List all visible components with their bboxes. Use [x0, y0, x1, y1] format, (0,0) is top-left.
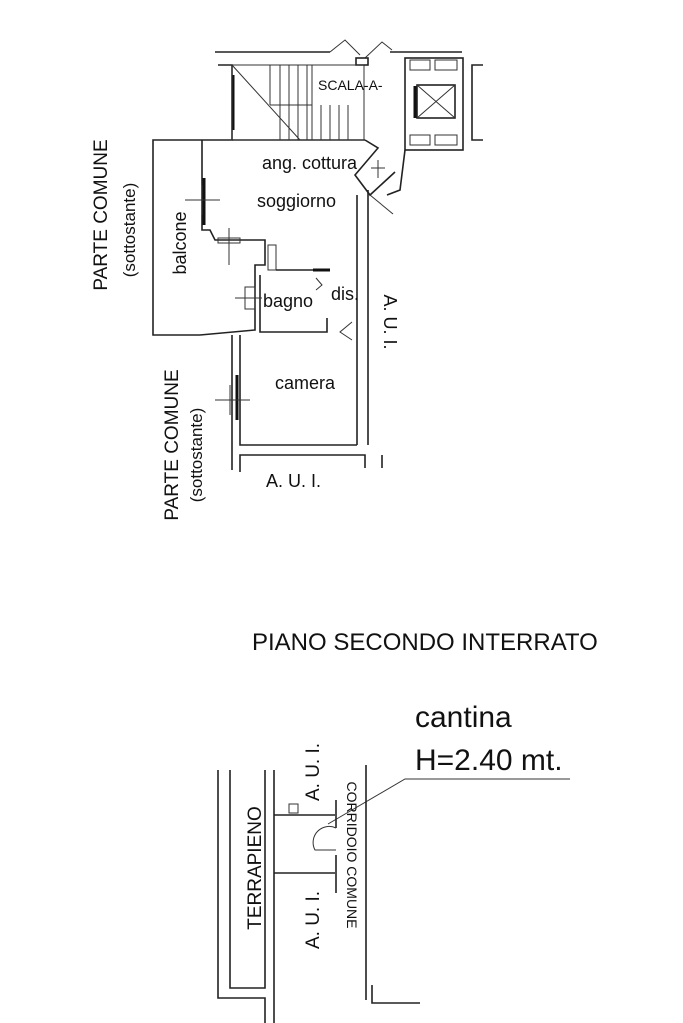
cantina-label: cantina — [415, 701, 512, 734]
terrapieno-label: TERRAPIENO — [245, 806, 266, 930]
leader-line — [327, 778, 570, 825]
staircase — [231, 64, 365, 141]
balcone-label: balcone — [170, 211, 190, 274]
sottostante-label-2: (sottostante) — [187, 408, 206, 503]
bagno-label: bagno — [263, 291, 313, 311]
aui-right-label: A. U. I. — [380, 294, 400, 349]
scala-label: SCALA-A- — [318, 77, 383, 93]
sottostante-label-1: (sottostante) — [120, 183, 139, 278]
soggiorno-label: soggiorno — [257, 191, 336, 211]
elevator — [404, 57, 483, 151]
ang-cottura-label: ang. cottura — [262, 153, 358, 173]
lower-plan-walls — [217, 765, 420, 1023]
corridoio-label: CORRIDOIO COMUNE — [344, 782, 360, 929]
camera-label: camera — [275, 373, 336, 393]
parte-comune-label-1: PARTE COMUNE — [91, 139, 112, 290]
height-label: H=2.40 mt. — [415, 744, 563, 777]
aui-bottom-label: A. U. I. — [266, 471, 321, 491]
dis-label: dis. — [331, 284, 359, 304]
aui-lower-label: A. U. I. — [303, 891, 324, 949]
upper-plan-walls — [152, 39, 483, 472]
floor-title: PIANO SECONDO INTERRATO — [252, 629, 598, 656]
aui-top-label: A. U. I. — [303, 743, 324, 801]
parte-comune-label-2: PARTE COMUNE — [162, 369, 183, 520]
